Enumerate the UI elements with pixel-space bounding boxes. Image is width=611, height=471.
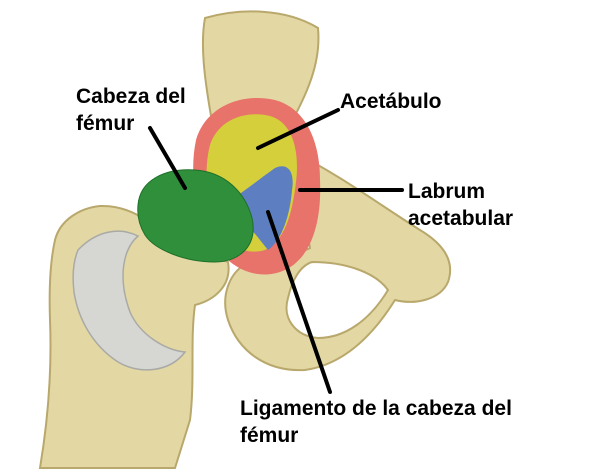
label-labrum-line1: Labrum [408,180,486,203]
label-ligament-line2: fémur [240,424,299,447]
label-acetabulum: Acetábulo [340,88,442,115]
label-labrum-line2: acetabular [408,207,514,230]
leader-line-femoral-head [148,126,187,190]
leader-line-acetabulum [256,108,340,150]
label-femoral-head: Cabeza del fémur [76,83,186,137]
capsule-cartilage [72,230,187,371]
label-ligament: Ligamento de la cabeza del fémur [240,395,512,449]
label-acetabulum-line1: Acetábulo [340,90,442,113]
label-ligament-line1: Ligamento de la cabeza del [240,397,512,420]
obturator-foramen [285,260,390,340]
leader-line-ligament [266,210,332,394]
label-femoral-head-line2: fémur [76,112,135,135]
label-labrum: Labrum acetabular [408,178,513,232]
femoral-head-area [137,169,254,263]
label-femoral-head-line1: Cabeza del [76,85,186,108]
